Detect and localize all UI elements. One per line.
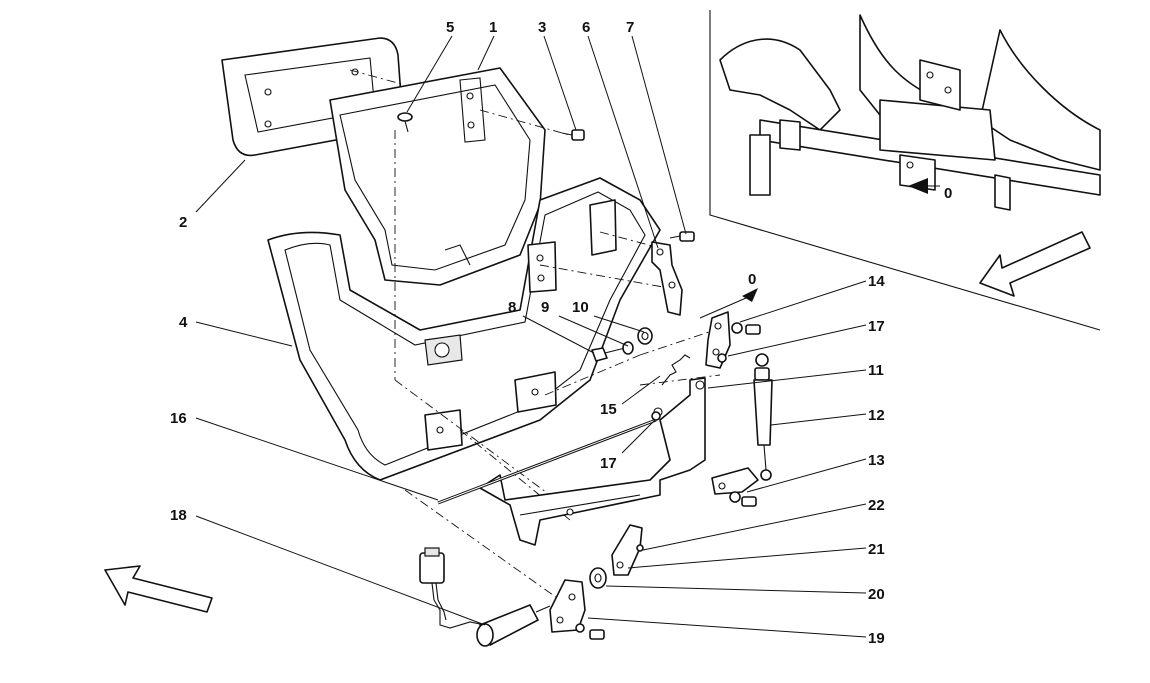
callout-15: 15 bbox=[600, 401, 617, 418]
part-7-screw bbox=[669, 231, 695, 242]
callout-4: 4 bbox=[179, 314, 188, 331]
part-10-washer bbox=[637, 327, 653, 345]
callout-19: 19 bbox=[868, 630, 885, 647]
callout-labels: 5 1 3 6 7 2 4 8 9 10 0 14 17 11 12 13 22… bbox=[170, 19, 885, 647]
callout-18: 18 bbox=[170, 507, 187, 524]
part-14-bracket bbox=[705, 311, 761, 369]
callout-11: 11 bbox=[868, 362, 884, 379]
part-4-console-tray bbox=[267, 177, 661, 481]
callout-12: 12 bbox=[868, 407, 885, 424]
callout-2: 2 bbox=[179, 214, 187, 231]
direction-arrow-icon bbox=[104, 565, 213, 613]
callout-14: 14 bbox=[868, 273, 885, 290]
callout-20: 20 bbox=[868, 586, 885, 603]
part-21-bracket bbox=[611, 524, 644, 576]
callout-22: 22 bbox=[868, 497, 885, 514]
part-3-screw bbox=[561, 129, 585, 141]
callout-8: 8 bbox=[508, 299, 516, 316]
callout-1: 1 bbox=[489, 19, 497, 36]
part-18-solenoid bbox=[419, 547, 551, 647]
callout-13: 13 bbox=[868, 452, 885, 469]
callout-10: 10 bbox=[572, 299, 589, 316]
part-15-spring bbox=[661, 354, 691, 386]
callout-9: 9 bbox=[541, 299, 549, 316]
part-17-nut-upper bbox=[717, 353, 727, 363]
callout-16: 16 bbox=[170, 410, 187, 427]
part-19-bracket bbox=[549, 579, 605, 640]
callout-7: 7 bbox=[626, 19, 634, 36]
direction-arrow-icon bbox=[979, 231, 1091, 297]
section-arrow-icon bbox=[908, 178, 928, 194]
ref-label-inset: 0 bbox=[944, 185, 952, 202]
part-1-bin bbox=[329, 67, 546, 286]
part-8-bolt bbox=[591, 347, 626, 362]
callout-5: 5 bbox=[446, 19, 454, 36]
part-6-bracket bbox=[651, 241, 683, 316]
ref-label-main: 0 bbox=[748, 271, 756, 288]
main-view bbox=[104, 37, 773, 647]
part-13-bracket bbox=[711, 467, 759, 507]
callout-6: 6 bbox=[582, 19, 590, 36]
part-9-washer bbox=[622, 341, 634, 355]
leader-lines bbox=[195, 35, 867, 638]
callout-17-upper: 17 bbox=[868, 318, 885, 335]
part-17-nut-lower bbox=[651, 411, 661, 421]
part-20-washer bbox=[589, 567, 607, 589]
part-16-rod bbox=[437, 418, 657, 505]
callout-3: 3 bbox=[538, 19, 546, 36]
section-arrow-icon bbox=[742, 288, 758, 302]
part-12-gas-strut bbox=[753, 353, 773, 481]
callout-17-lower: 17 bbox=[600, 455, 617, 472]
part-5-screw bbox=[397, 112, 413, 133]
callout-21: 21 bbox=[868, 541, 885, 558]
inset-view: 0 bbox=[709, 10, 1101, 331]
